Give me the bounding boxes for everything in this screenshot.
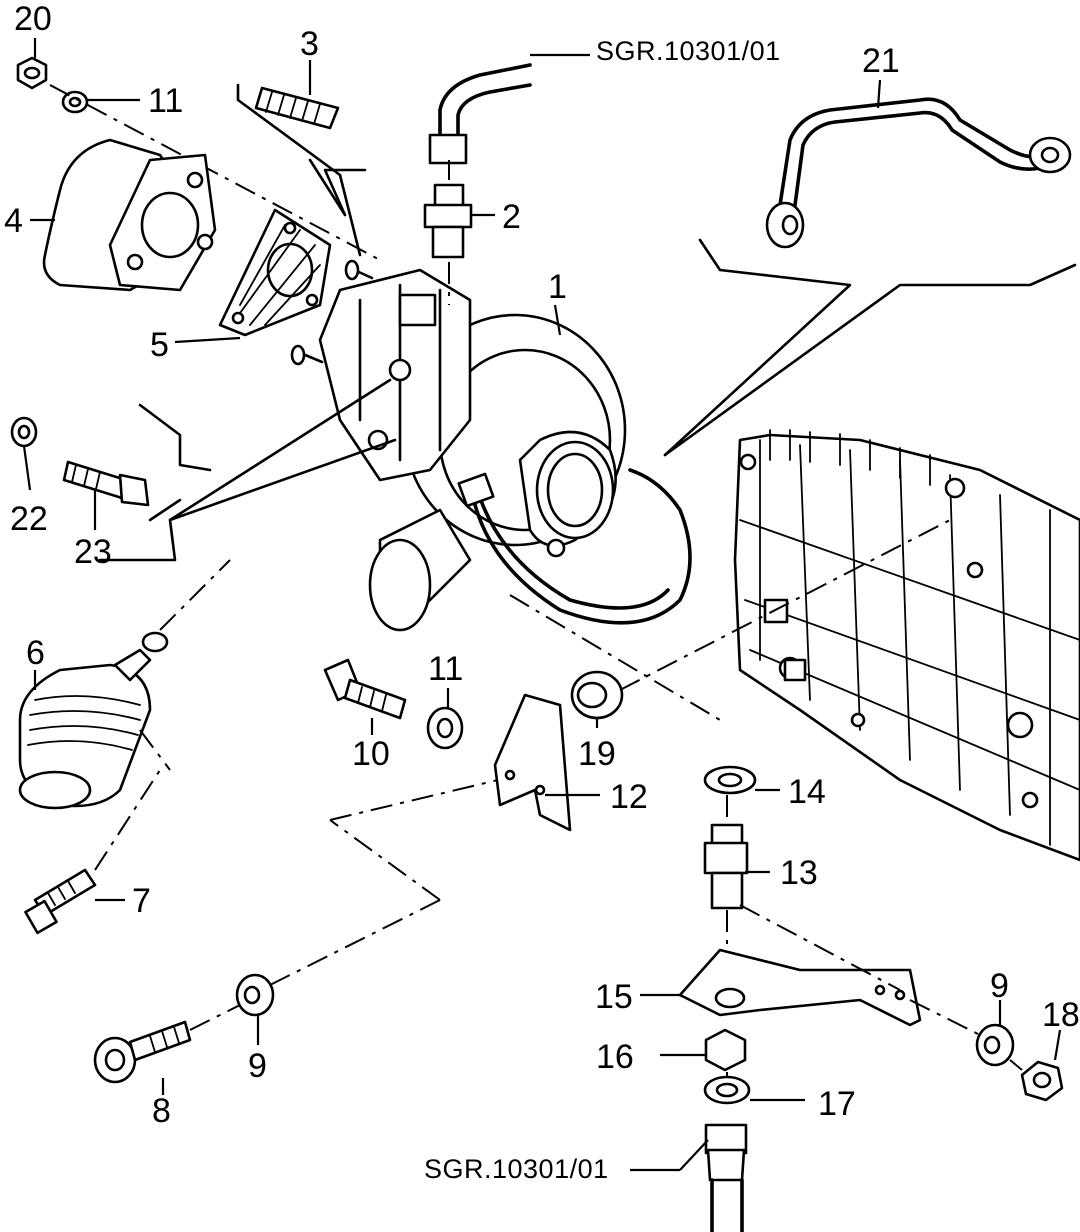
part-label-4: 4 bbox=[4, 202, 23, 240]
oil-feed-pipe-bottom bbox=[630, 1123, 748, 1232]
part-label-14: 14 bbox=[788, 773, 826, 811]
wastegate-actuator bbox=[18, 559, 231, 810]
part-number-labels: 1 2 3 4 5 6 7 8 9 9 10 11 11 12 13 14 15… bbox=[4, 0, 1080, 1130]
reference-code-top: SGR.10301/01 bbox=[596, 36, 781, 66]
part-label-11-mid: 11 bbox=[428, 650, 463, 688]
part-label-2: 2 bbox=[502, 198, 521, 236]
part-1-leader bbox=[553, 304, 562, 336]
part-label-12: 12 bbox=[610, 778, 648, 816]
screw-7 bbox=[24, 769, 161, 935]
engine-block bbox=[733, 429, 1080, 862]
part-label-5: 5 bbox=[150, 326, 169, 364]
union-13-and-washer-14 bbox=[703, 765, 780, 990]
part-label-15: 15 bbox=[595, 978, 633, 1016]
bolt-8-and-washer-9 bbox=[93, 769, 541, 1095]
exhaust-elbow bbox=[30, 138, 217, 292]
nut-and-washer-top-left bbox=[16, 38, 381, 261]
part-label-6: 6 bbox=[26, 634, 45, 672]
part-label-18: 18 bbox=[1042, 996, 1080, 1034]
part-label-7: 7 bbox=[132, 882, 151, 920]
part-label-16: 16 bbox=[596, 1038, 634, 1076]
turbocharger bbox=[290, 259, 692, 632]
oil-return-pipe-21 bbox=[765, 79, 1072, 249]
part-label-10: 10 bbox=[352, 735, 390, 773]
part-label-11-top: 11 bbox=[148, 82, 183, 120]
reference-code-bottom: SGR.10301/01 bbox=[424, 1154, 609, 1184]
perspective-lines bbox=[138, 83, 1077, 472]
part-label-22: 22 bbox=[10, 500, 48, 538]
part-label-19: 19 bbox=[578, 735, 616, 773]
bracket-assembly bbox=[323, 519, 951, 832]
part-label-8: 8 bbox=[152, 1092, 171, 1130]
part-label-9-right: 9 bbox=[990, 967, 1009, 1005]
lower-bracket-and-fittings bbox=[640, 904, 1064, 1105]
part-label-9-left: 9 bbox=[248, 1047, 267, 1085]
gasket bbox=[174, 208, 332, 344]
part-label-17: 17 bbox=[818, 1085, 856, 1123]
stud bbox=[254, 60, 340, 130]
oil-feed-pipe-top bbox=[428, 53, 590, 165]
part-label-3: 3 bbox=[300, 25, 319, 63]
part-label-20: 20 bbox=[14, 0, 52, 38]
part-label-13: 13 bbox=[780, 854, 818, 892]
part-label-1: 1 bbox=[548, 268, 567, 306]
washer-and-bolt-left bbox=[10, 378, 397, 562]
part-label-21: 21 bbox=[862, 42, 900, 80]
union-fitting bbox=[423, 160, 495, 305]
part-label-23: 23 bbox=[74, 533, 112, 571]
reference-labels: SGR.10301/01 SGR.10301/01 bbox=[424, 36, 781, 1184]
